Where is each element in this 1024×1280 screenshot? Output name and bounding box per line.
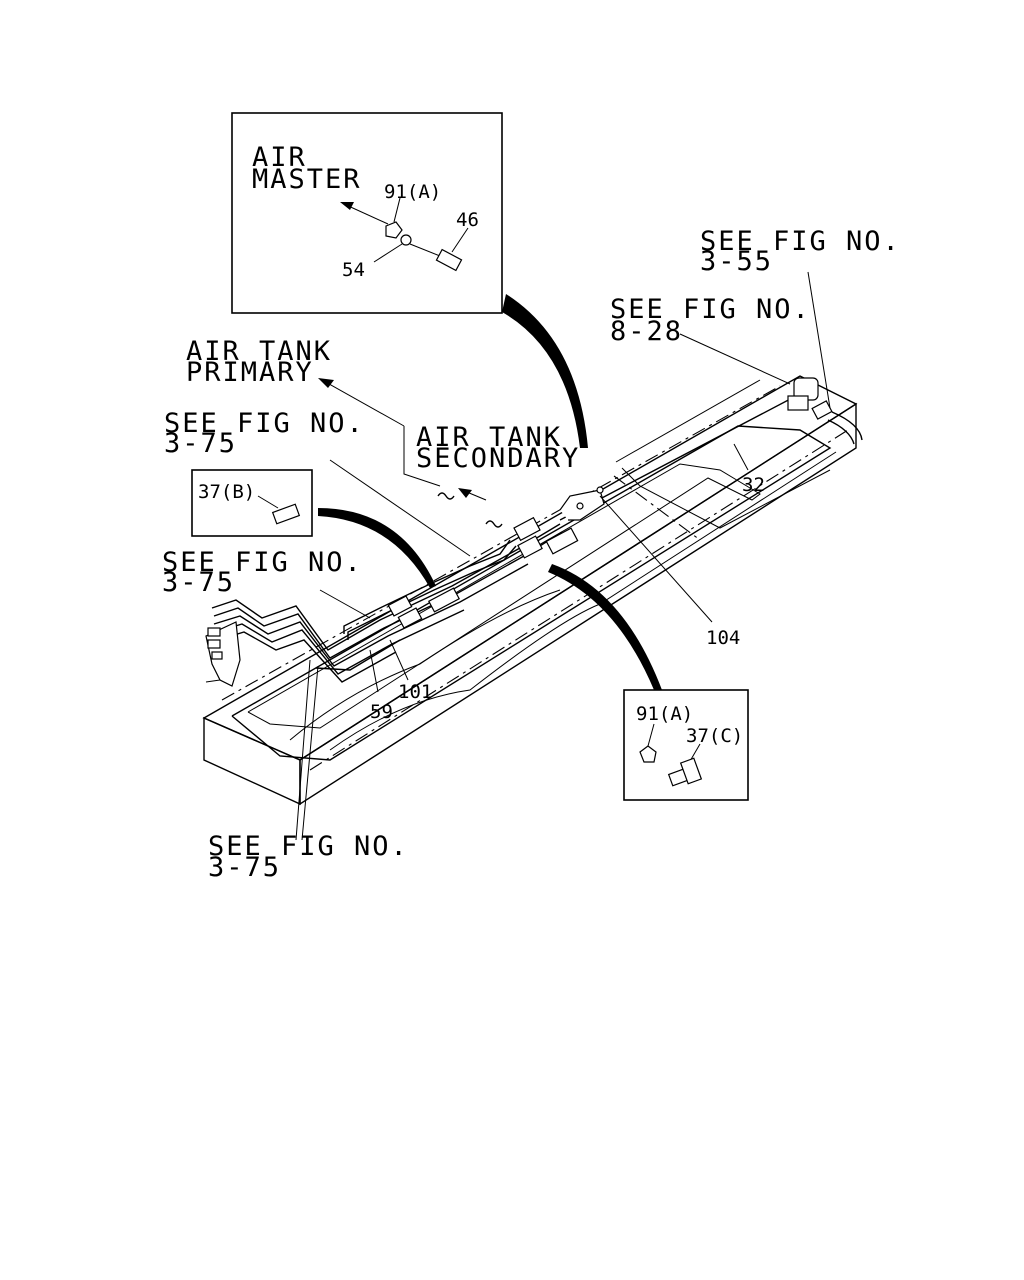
air-tank-secondary-label-2: SECONDARY — [416, 443, 580, 474]
air-tank-primary-label-2: PRIMARY — [186, 357, 314, 388]
inset-air-master — [231, 112, 503, 314]
ref-3-75-c-number: 3-75 — [208, 852, 281, 883]
part-32-label: 32 — [742, 474, 765, 496]
ref-3-75-b-label: SEE FIG NO. — [162, 547, 363, 578]
ref-3-55-label: SEE FIG NO. — [700, 226, 901, 257]
ref-8-28-label: SEE FIG NO. — [610, 294, 811, 325]
inset1-part-54: 54 — [342, 259, 365, 281]
left-bracket — [205, 621, 241, 687]
inset1-part-91a: 91(A) — [384, 181, 441, 203]
inset-37b — [191, 469, 313, 537]
part-101-label: 101 — [398, 681, 432, 703]
callout-arcs — [318, 294, 662, 690]
ref-3-75-c-label: SEE FIG NO. — [208, 831, 409, 862]
ref-3-55-number: 3-55 — [700, 246, 773, 277]
inset3-part-37c: 37(C) — [686, 725, 743, 747]
ref-8-28-number: 8-28 — [610, 316, 683, 347]
inset-37c — [623, 689, 749, 801]
air-tank-primary-label: AIR TANK — [186, 336, 332, 367]
air-tank-secondary-label: AIR TANK — [416, 422, 562, 453]
part-104-label: 104 — [706, 627, 740, 649]
text-labels: AIR MASTER 91(A) 46 54 SEE FIG NO. 3-55 … — [162, 142, 901, 883]
air-master-label-2: MASTER — [252, 164, 362, 195]
inset1-part-46: 46 — [456, 209, 479, 231]
leader-lines — [295, 271, 831, 841]
part-59-label: 59 — [370, 701, 393, 723]
air-master-label: AIR — [252, 142, 307, 173]
inset3-part-91a: 91(A) — [636, 703, 693, 725]
ref-3-75-a-number: 3-75 — [164, 428, 237, 459]
ref-3-75-b-number: 3-75 — [162, 567, 235, 598]
pipe-fittings — [387, 377, 863, 629]
ref-3-75-a-label: SEE FIG NO. — [164, 408, 365, 439]
inset2-part-37b: 37(B) — [198, 481, 255, 503]
